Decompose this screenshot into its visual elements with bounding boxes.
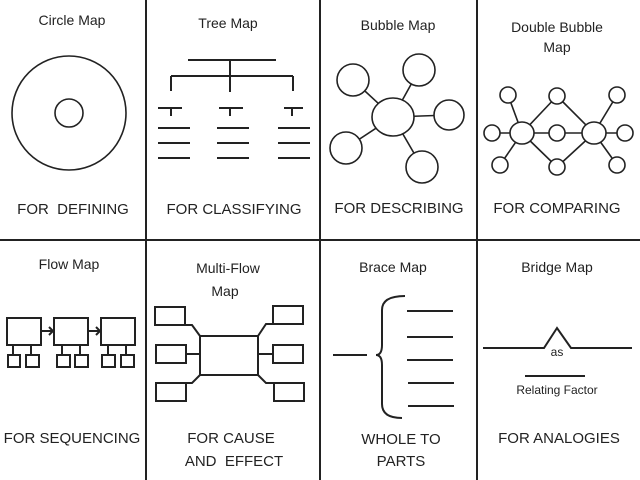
circle-map-title: Circle Map [39,12,106,28]
outer-circle [11,55,127,171]
flow-map-title: Flow Map [39,256,100,272]
multi-flow-purpose-line1: FOR CAUSE [187,430,275,447]
flow-diagram [6,317,136,368]
brace-map-title: Brace Map [359,259,427,275]
flow-map-purpose: FOR SEQUENCING [4,430,141,447]
tree-map-title: Tree Map [198,15,258,31]
circle-map-panel: Circle Map FOR DEFINING [11,12,129,218]
tree-map-purpose: FOR CLASSIFYING [166,201,301,218]
brace-map-panel: Brace Map WHOLE TO PARTS [333,259,454,470]
brace-map-purpose-line1: WHOLE TO [361,431,440,448]
multi-flow-purpose-line2: AND EFFECT [185,453,283,470]
tree-map-panel: Tree Map FOR CLASSIFYING [158,15,310,218]
double-bubble-title-line1: Double Bubble [511,19,603,35]
flow-map-panel: Flow Map FOR SEQUENCING [4,256,141,447]
bubble-diagram [329,53,465,184]
double-bubble-diagram [483,86,634,176]
multi-flow-diagram [154,305,305,402]
multi-flow-map-panel: Multi-Flow Map FOR CAUSE AND EFFECT [154,260,305,470]
inner-circle [54,98,84,128]
brace-diagram [333,295,454,419]
brace-map-purpose-line2: PARTS [377,453,426,470]
bubble-map-title: Bubble Map [361,17,436,33]
bridge-map-title: Bridge Map [521,259,593,275]
tree-diagram [158,59,310,159]
bridge-map-panel: Bridge Map as Relating Factor FOR ANALOG… [483,259,632,447]
bubble-map-purpose: FOR DESCRIBING [334,200,463,217]
bridge-word: as [551,345,564,359]
circle-map-purpose: FOR DEFINING [17,201,129,218]
bridge-diagram [483,326,632,377]
bubble-map-panel: Bubble Map FOR DESCRIBING [329,17,465,217]
double-bubble-title-line2: Map [543,39,570,55]
double-bubble-purpose: FOR COMPARING [493,200,620,217]
bridge-map-purpose: FOR ANALOGIES [498,430,620,447]
multi-flow-title-line1: Multi-Flow [196,260,261,276]
double-bubble-map-panel: Double Bubble Map FOR COMPARING [483,19,634,217]
multi-flow-title-line2: Map [211,283,238,299]
relating-factor-label: Relating Factor [516,383,597,397]
